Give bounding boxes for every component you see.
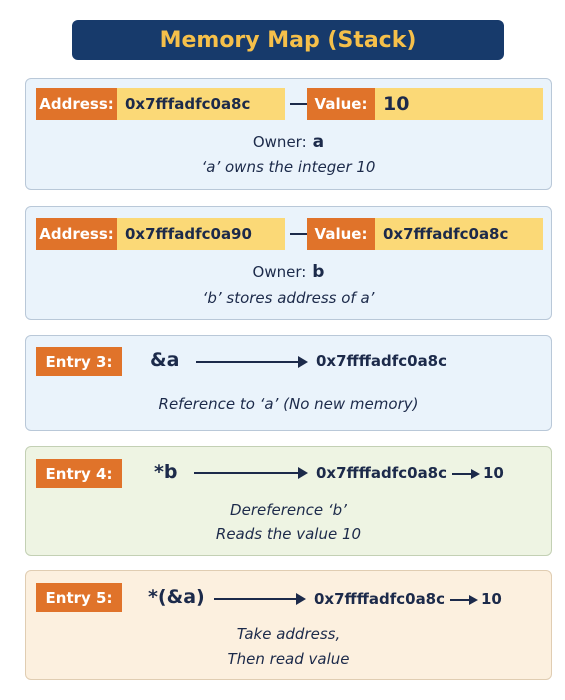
result-value: 10 [481,590,502,608]
address-label: Address: [36,88,117,120]
value-label: Value: [307,88,375,120]
result-value: 10 [483,464,504,482]
entry-note-line-1: Dereference ‘b’ [230,501,347,519]
owner-label: Owner: [252,263,307,281]
entry-note: ‘a’ owns the integer 10 [201,158,376,176]
memory-entry-3: Entry 3: &a 0x7ffffadfc0a8c Reference to… [25,335,552,431]
memory-entry-5: Entry 5: *(&a) 0x7ffffadfc0a8c 10 Take a… [25,570,552,680]
arrow-icon [452,469,480,479]
owner-line: Owner: b [26,262,551,282]
expression: *b [154,461,178,483]
owner-name: a [312,132,325,152]
entry-note-line-2: Reads the value 10 [215,525,362,543]
memory-entry-1: Address: 0x7fffadfc0a8c Value: 10 Owner:… [25,78,552,190]
expression: *(&a) [148,586,205,608]
owner-name: b [312,262,325,282]
target-address: 0x7ffffadfc0a8c [316,352,448,370]
memory-entry-4: Entry 4: *b 0x7ffffadfc0a8c 10 Dereferen… [25,446,552,556]
entry-label: Entry 5: [36,583,122,612]
entry-note: Reference to ‘a’ (No new memory) [158,395,419,413]
page-title: Memory Map (Stack) [72,20,504,60]
entry-note: ‘b’ stores address of a’ [202,289,375,307]
arrow-icon [450,595,478,605]
address-label: Address: [36,218,117,250]
entry-label: Entry 4: [36,459,122,488]
memory-entry-2: Address: 0x7fffadfc0a90 Value: 0x7fffadf… [25,206,552,320]
value-field: 0x7fffadfc0a8c [375,218,543,250]
value-field: 10 [375,88,543,120]
entry-label: Entry 3: [36,347,122,376]
entry-note-line-1: Take address, [236,625,341,643]
owner-label: Owner: [252,133,307,151]
arrow-icon [196,356,308,368]
entry-note-line-2: Then read value [227,650,350,668]
arrow-icon [214,593,306,605]
value-label: Value: [307,218,375,250]
owner-line: Owner: a [26,132,551,152]
expression: &a [150,349,180,371]
address-value: 0x7fffadfc0a8c [117,88,285,120]
address-value: 0x7fffadfc0a90 [117,218,285,250]
target-address: 0x7ffffadfc0a8c [316,464,448,482]
arrow-icon [194,467,308,479]
target-address: 0x7ffffadfc0a8c [314,590,446,608]
